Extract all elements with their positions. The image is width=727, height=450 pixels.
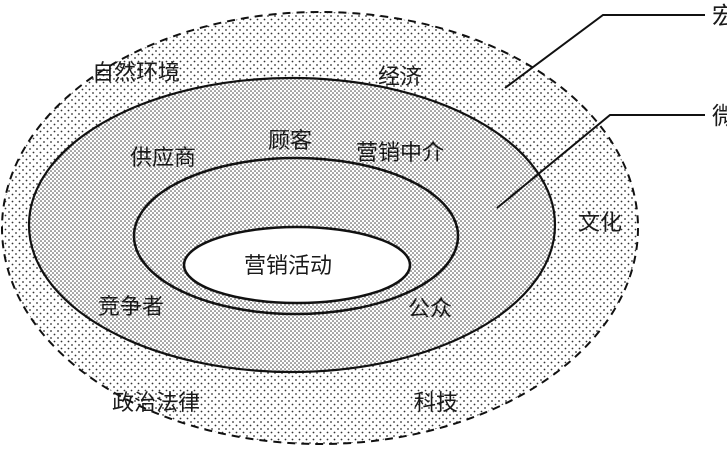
callout-label-top: 宏 — [712, 2, 727, 30]
label-competitors: 竞争者 — [98, 295, 164, 320]
label-technology: 科技 — [414, 391, 458, 416]
label-center: 营销活动 — [244, 254, 332, 279]
center-ellipse — [182, 225, 412, 305]
callout-line-middle — [496, 114, 705, 209]
label-culture: 文化 — [578, 211, 622, 236]
label-intermediaries: 营销中介 — [356, 141, 444, 166]
callout-label-middle: 微 — [712, 102, 727, 130]
callout-line-top — [504, 14, 705, 89]
label-natural: 自然环境 — [92, 61, 180, 86]
label-economy: 经济 — [378, 65, 422, 90]
label-suppliers: 供应商 — [130, 146, 196, 171]
label-customers: 顾客 — [268, 129, 312, 154]
label-public: 公众 — [408, 297, 452, 322]
label-politics-law: 政治法律 — [112, 391, 200, 416]
